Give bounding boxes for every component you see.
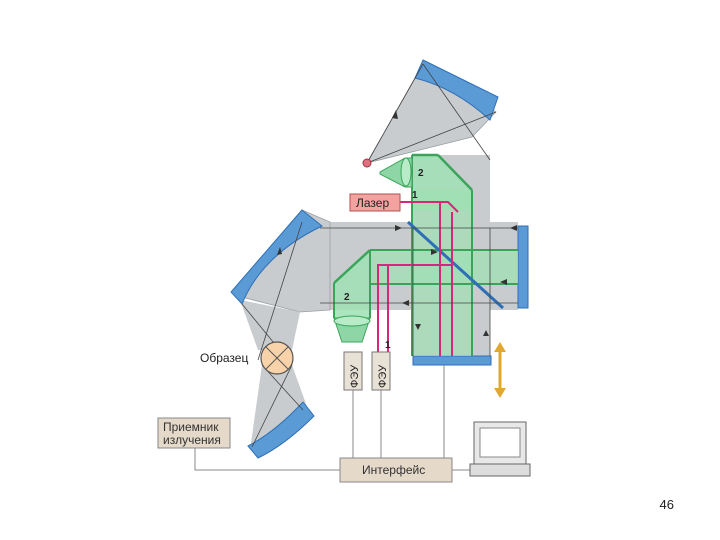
moving-mirror [412,355,492,366]
marker-1-top: 1 [412,190,418,201]
pmt-label-left: ФЭУ [349,364,361,388]
sample [260,341,294,375]
sample-label: Образец [200,351,248,365]
interface-box [339,457,453,483]
top-concave-mirror [414,59,499,121]
bottom-concave-mirror [247,401,315,459]
ir-ray-lines [241,63,518,448]
computer-monitor-icon [469,421,531,477]
connection-wires [194,365,476,471]
left-concave-mirror [230,209,323,305]
visible-beam-to-pmt [334,250,370,320]
mirrors [230,59,529,459]
marker-2-bottom: 2 [344,292,350,303]
slide-number: 46 [659,497,674,512]
detector-box [157,417,231,449]
laser-box [349,193,401,212]
interface-label: Интерфейс [362,463,425,477]
beamsplitter [406,220,505,310]
lens-top [400,157,412,187]
fixed-mirror [517,225,529,309]
laser-source-point [362,158,372,168]
lens-bottom [333,315,371,327]
motion-arrow [494,342,506,398]
ray-arrowheads [277,110,517,336]
pmt-label-right: ФЭУ [377,364,389,388]
ir-beam-to-sample [240,300,300,350]
marker-2-top: 2 [418,168,424,179]
lenses [333,157,413,343]
detector-label-line2: излучения [163,433,221,447]
laser-beam [377,201,459,356]
laser-label: Лазер [356,196,389,210]
visible-beam-paths [333,153,518,356]
ir-beam-from-sample [250,365,310,450]
marker-1-bottom: 1 [385,340,391,351]
detector-label-line1: Приемник [163,420,219,434]
